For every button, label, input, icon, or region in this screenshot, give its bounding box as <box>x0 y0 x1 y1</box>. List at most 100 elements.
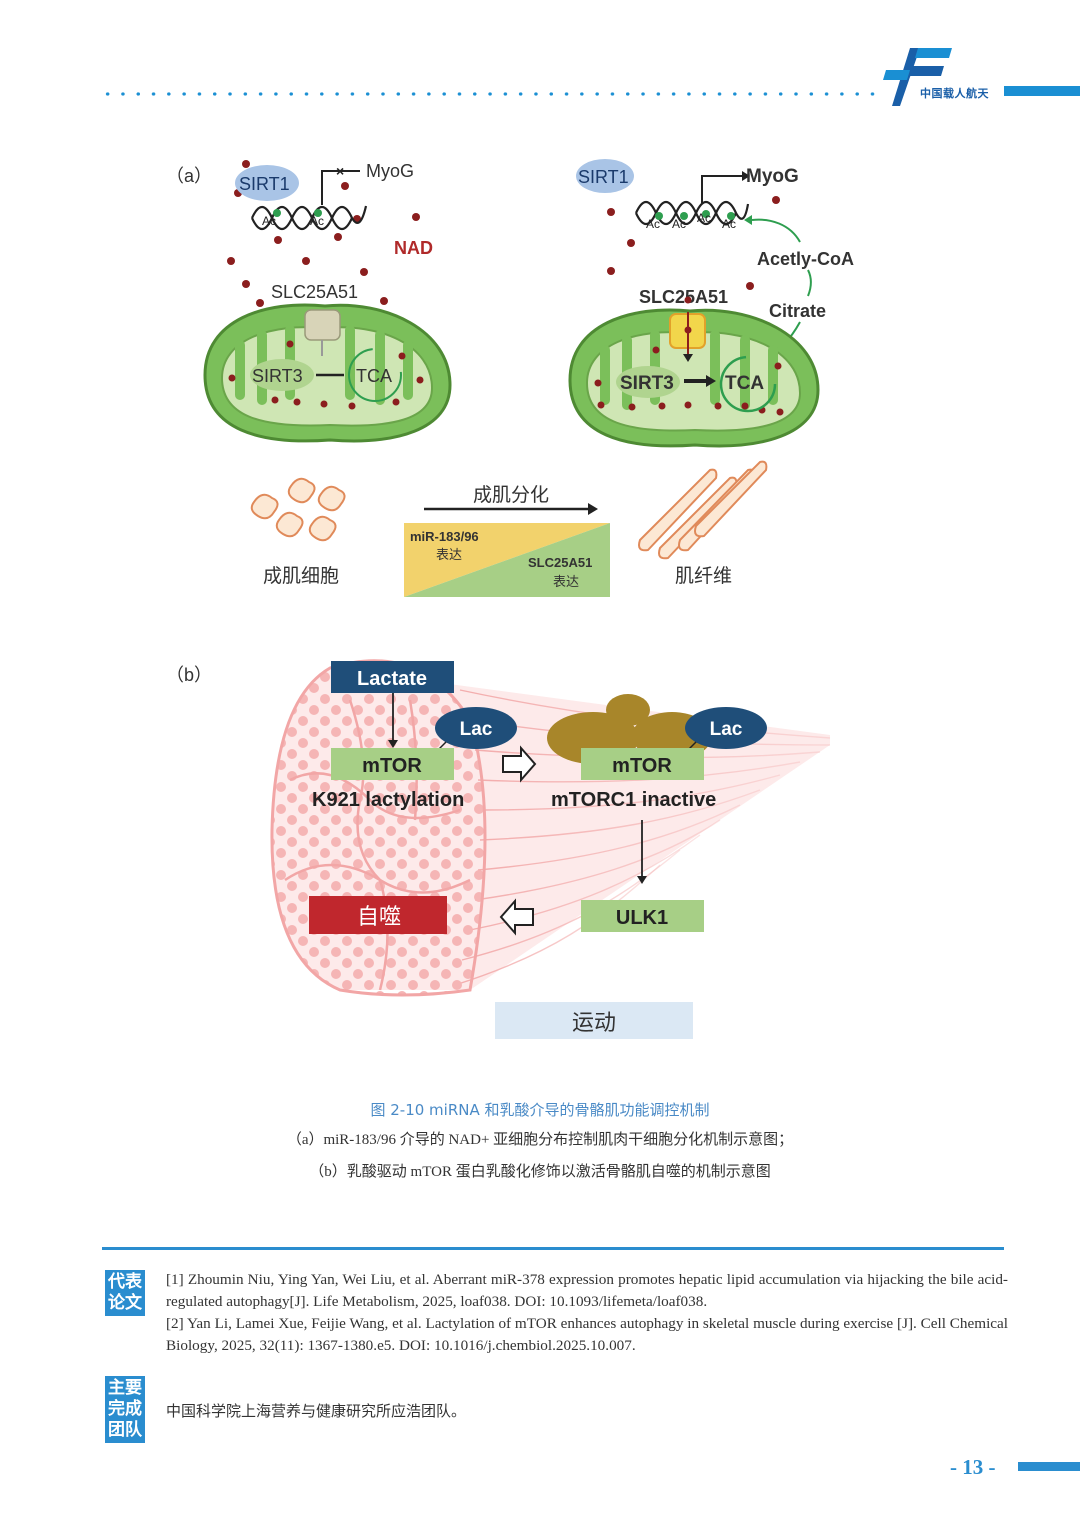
papers-tag-line: 代表 <box>108 1272 142 1292</box>
papers-tag: 代表 论文 <box>105 1270 145 1316</box>
sirt1-ellipse-left <box>235 165 299 201</box>
team-tag-line: 团队 <box>108 1420 142 1440</box>
tca-cycle-left <box>348 348 402 402</box>
citrate-arrow <box>807 269 812 297</box>
panel-b-label: （b） <box>166 665 212 685</box>
slc-expr: 表达 <box>553 575 579 590</box>
sirt3-right: SIRT3 <box>620 373 674 394</box>
mtor-label-1: mTOR <box>362 755 422 777</box>
reference-1: [1] Zhoumin Niu, Ying Yan, Wei Liu, et a… <box>166 1271 1008 1310</box>
section-divider <box>102 1247 1004 1250</box>
differentiation-label: 成肌分化 <box>473 484 549 506</box>
nad-dots-left <box>227 160 420 307</box>
lac-label-2: Lac <box>710 719 743 740</box>
figure-caption-a: （a）miR-183/96 介导的 NAD+ 亚细胞分布控制肌肉干细胞分化机制示… <box>286 1132 794 1148</box>
team-tag-line: 主要 <box>108 1378 142 1398</box>
block-x-icon: × <box>336 163 344 179</box>
mtor-label-2: mTOR <box>612 755 672 777</box>
dna-left-icon <box>250 205 368 231</box>
arrowhead <box>744 215 752 225</box>
myoblast-label: 成肌细胞 <box>263 565 339 587</box>
dna-right-icon <box>634 200 750 226</box>
autophagy-label: 自噬 <box>357 905 401 930</box>
sirt3-ellipse-left <box>250 359 314 391</box>
sirt3-ellipse-right <box>616 366 680 398</box>
left-hollow-arrow-icon <box>499 898 534 936</box>
logo-icon <box>883 48 952 106</box>
ulk1-box <box>581 900 704 932</box>
acetyl-coa: Acetly-CoA <box>757 249 854 269</box>
acetyl-arrow <box>751 218 801 243</box>
logo-text: 中国载人航天 <box>920 88 989 100</box>
exercise-box <box>495 1002 693 1039</box>
nad-label: NAD <box>394 238 433 258</box>
ac-marker <box>655 212 663 220</box>
ac-marker <box>314 209 322 217</box>
mtor-box-2 <box>581 748 704 780</box>
ac-left-2: Ac <box>310 214 324 228</box>
tca-left: TCA <box>356 366 392 386</box>
arrowhead <box>706 375 716 387</box>
team-tag-line: 完成 <box>108 1399 142 1419</box>
right-hollow-arrow-icon <box>502 745 537 783</box>
reference-2: [2] Yan Li, Lamei Xue, Feijie Wang, et a… <box>166 1315 1008 1354</box>
lac-ellipse-1 <box>435 707 517 749</box>
slc-right: SLC25A51 <box>639 287 728 307</box>
myofiber-label: 肌纤维 <box>675 565 732 587</box>
panel-a-label: （a） <box>166 166 212 186</box>
myog-arrow-left <box>321 170 360 205</box>
ulk1-label: ULK1 <box>616 907 668 929</box>
lactate-box <box>331 661 454 693</box>
ac-marker <box>727 212 735 220</box>
mitochondrion-right <box>568 308 820 448</box>
lactate-label: Lactate <box>357 668 427 690</box>
ac-right-3: Ac <box>697 211 711 225</box>
ac-marker <box>273 209 281 217</box>
tca-right: TCA <box>725 373 764 394</box>
myog-right: MyoG <box>746 166 799 187</box>
citrate: Citrate <box>769 301 826 321</box>
ac-right-1: Ac <box>646 217 660 231</box>
nad-dots-mito-left <box>228 340 424 410</box>
figure: （a） SIRT1 × MyoG Ac Ac NAD SLC25A51 SIRT… <box>166 159 854 1039</box>
sirt1-right: SIRT1 <box>578 167 629 187</box>
myog-arrow-right <box>701 175 742 203</box>
arrowhead <box>637 876 647 884</box>
ac-marker <box>702 210 710 218</box>
k921-label: K921 lactylation <box>312 789 464 811</box>
nad-dots-right <box>607 196 782 339</box>
page-number-bar <box>1018 1462 1080 1471</box>
ac-right-2: Ac <box>672 217 686 231</box>
tca-cycle-right <box>719 355 777 413</box>
header-dotted-line <box>100 92 880 96</box>
lac-ellipse-2 <box>685 707 767 749</box>
mtor-box-1 <box>331 748 454 780</box>
ac-left-1: Ac <box>262 214 276 228</box>
arrowhead <box>388 740 398 748</box>
autophagy-box <box>309 896 447 934</box>
arrowhead <box>742 171 750 181</box>
figure-caption-b: （b）乳酸驱动 mTOR 蛋白乳酸化修饰以激活骨骼肌自噬的机制示意图 <box>309 1164 771 1180</box>
myoblast-cells-icon <box>250 477 346 542</box>
mir-expr: 表达 <box>436 548 462 563</box>
myofiber-icon <box>638 460 768 560</box>
ac-marker <box>680 212 688 220</box>
sirt3-left: SIRT3 <box>252 366 303 386</box>
slc-left: SLC25A51 <box>271 282 358 302</box>
sirt1-left: SIRT1 <box>239 174 290 194</box>
lac-label-1: Lac <box>460 719 493 740</box>
papers-tag-line: 论文 <box>108 1293 142 1313</box>
myog-left: MyoG <box>366 161 414 181</box>
arrowhead <box>588 503 598 515</box>
header-bar <box>1004 86 1080 96</box>
page-number: - 13 - <box>950 1455 996 1479</box>
sirt1-ellipse-right <box>576 159 634 193</box>
mir-label: miR-183/96 <box>410 529 479 544</box>
exercise-label: 运动 <box>572 1011 616 1036</box>
slc-bottom-label: SLC25A51 <box>528 555 592 570</box>
mtorc1-label: mTORC1 inactive <box>551 789 716 811</box>
team-tag: 主要 完成 团队 <box>105 1376 145 1443</box>
slc-triangle <box>404 523 610 597</box>
team-text: 中国科学院上海营养与健康研究所应浩团队。 <box>166 1402 467 1420</box>
figure-caption-title: 图 2-10 miRNA 和乳酸介导的骨骼肌功能调控机制 <box>370 1101 710 1119</box>
